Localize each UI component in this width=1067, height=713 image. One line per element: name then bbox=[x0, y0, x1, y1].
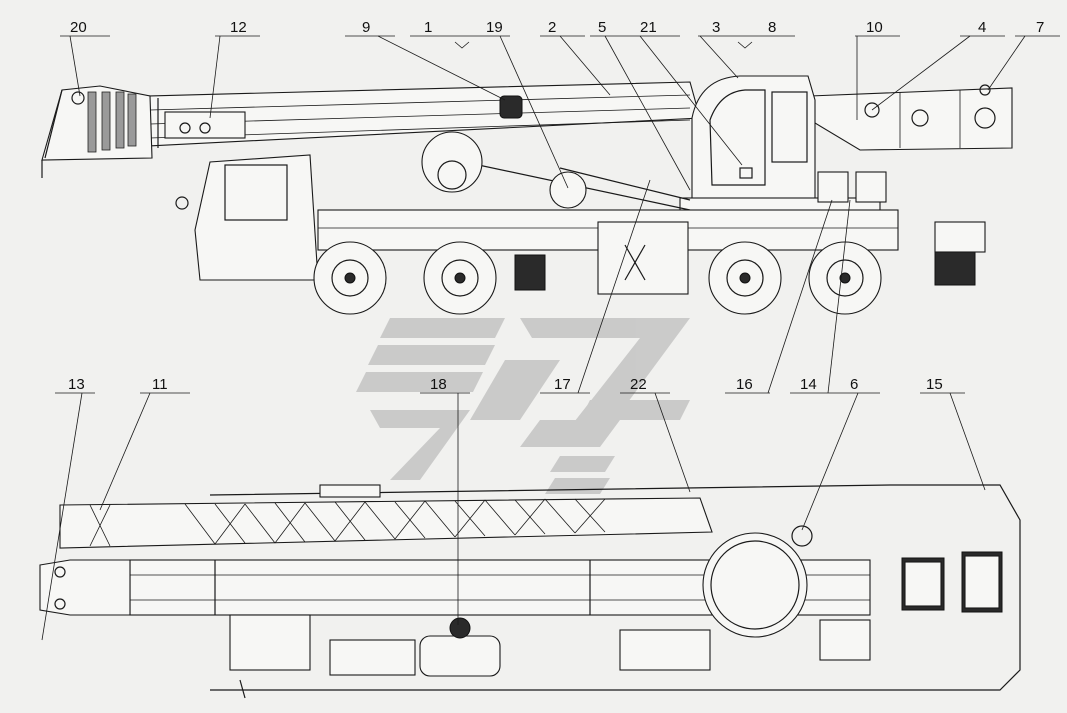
callout-12: 12 bbox=[230, 19, 247, 36]
callout-20: 20 bbox=[70, 19, 87, 36]
callout-10: 10 bbox=[866, 19, 883, 36]
callout-15: 15 bbox=[926, 376, 943, 393]
callout-5: 5 bbox=[598, 19, 606, 36]
callout-18: 18 bbox=[430, 376, 447, 393]
callout-16: 16 bbox=[736, 376, 753, 393]
callout-9: 9 bbox=[362, 19, 370, 36]
crane-plan-view bbox=[39, 484, 1021, 699]
callout-14: 14 bbox=[800, 376, 817, 393]
callout-1: 1 bbox=[424, 19, 432, 36]
callout-17: 17 bbox=[554, 376, 571, 393]
callout-labels: 20 12 9 1 19 2 5 21 3 8 10 4 7 bbox=[41, 19, 1060, 641]
callout-3: 3 bbox=[712, 19, 720, 36]
callout-6: 6 bbox=[850, 376, 858, 393]
callout-7: 7 bbox=[1036, 19, 1044, 36]
callout-8: 8 bbox=[768, 19, 776, 36]
watermark-logo bbox=[356, 318, 690, 494]
callout-19: 19 bbox=[486, 19, 503, 36]
crane-side-view bbox=[41, 75, 1013, 315]
callout-21: 21 bbox=[640, 19, 657, 36]
callout-22: 22 bbox=[630, 376, 647, 393]
callout-13: 13 bbox=[68, 376, 85, 393]
callout-11: 11 bbox=[152, 376, 168, 393]
wheel-set bbox=[313, 241, 882, 315]
callout-2: 2 bbox=[548, 19, 556, 36]
callout-4: 4 bbox=[978, 19, 986, 36]
